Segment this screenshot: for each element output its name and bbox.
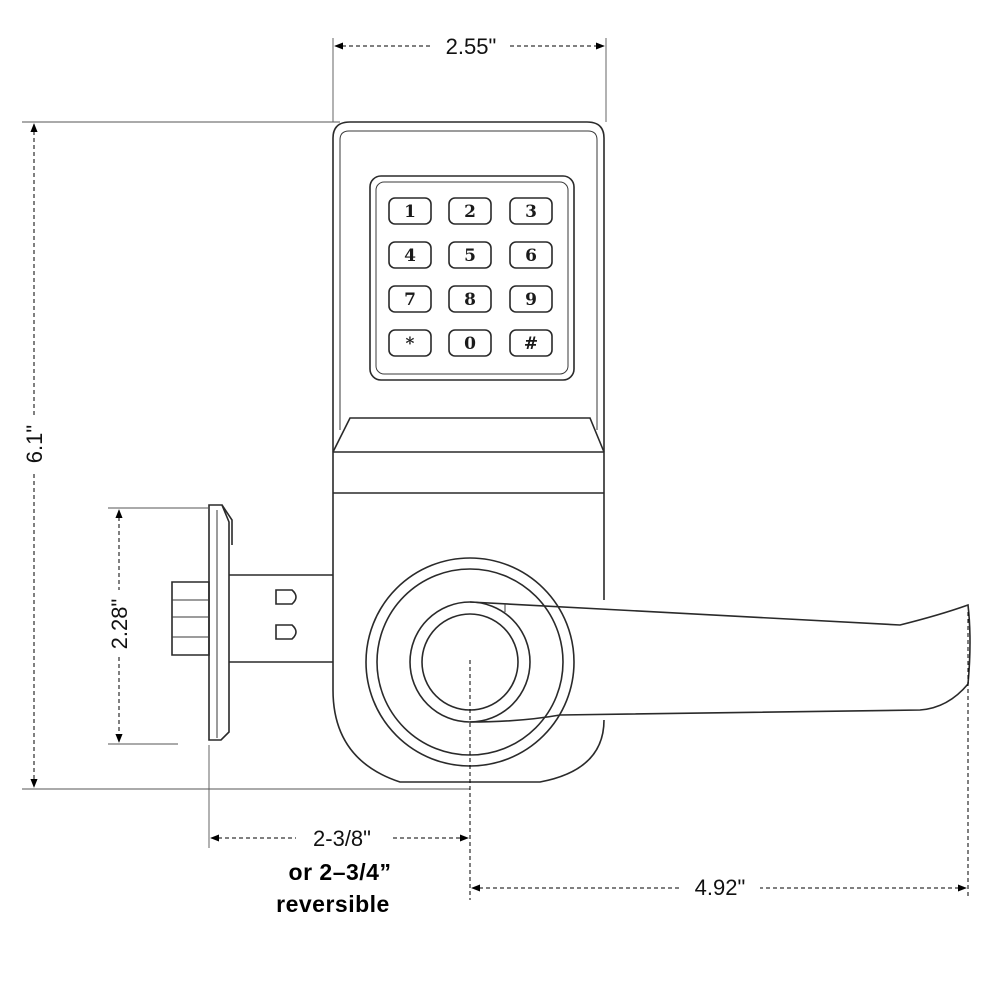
backset-label: 2-3/8" [313,826,371,851]
keypad-panel [369,175,575,381]
dimension-height: 6.1" [20,121,470,790]
key-hash-label: # [524,334,538,354]
key-star: * [388,329,432,357]
lock-housing [332,121,605,783]
key-1-label: 1 [404,202,416,222]
key-6: 6 [509,241,553,269]
key-2-label: 2 [464,202,476,222]
width-label: 2.55" [446,34,497,59]
key-7: 7 [388,285,432,313]
key-hash: # [509,329,553,357]
key-1: 1 [388,197,432,225]
key-star-label: * [406,334,415,354]
lever-handle [365,557,971,767]
key-5-label: 5 [464,246,476,266]
key-9: 9 [509,285,553,313]
dimension-rose-height: 2.28" [105,507,210,745]
rose-height-label: 2.28" [107,599,132,650]
key-2: 2 [448,197,492,225]
key-4-label: 4 [404,246,416,266]
key-0: 0 [448,329,492,357]
reversible-label: reversible [276,891,390,917]
dimension-lever-length: 4.92" [471,612,969,900]
key-6-label: 6 [525,246,537,266]
dimension-width: 2.55" [332,32,607,122]
keypad-keys: 1 2 3 4 5 6 7 8 [388,197,553,357]
key-5: 5 [448,241,492,269]
key-9-label: 9 [525,290,537,310]
dimension-backset: 2-3/8" or 2–3/4” reversible [208,660,471,917]
backset-alt-label: or 2–3/4” [289,859,392,885]
key-8: 8 [448,285,492,313]
lever-length-label: 4.92" [695,875,746,900]
key-8-label: 8 [464,290,476,310]
key-3-label: 3 [525,202,537,222]
key-7-label: 7 [404,290,416,310]
height-label: 6.1" [22,425,47,463]
key-3: 3 [509,197,553,225]
key-0-label: 0 [464,334,476,354]
key-4: 4 [388,241,432,269]
latch-assembly [171,504,333,741]
